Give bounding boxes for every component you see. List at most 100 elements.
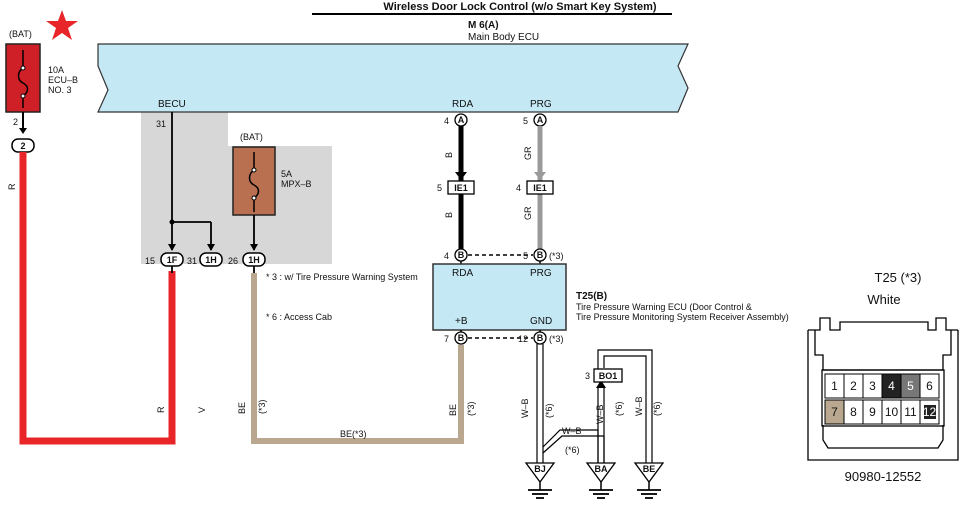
connector-cell-label-2: 2	[850, 379, 857, 393]
svg-text:31: 31	[187, 256, 197, 266]
main-ecu-name: Main Body ECU	[468, 32, 539, 43]
white-black-wires	[536, 344, 653, 463]
svg-text:GND: GND	[530, 316, 552, 327]
becu-pin: 31	[156, 119, 166, 129]
svg-text:(*3): (*3)	[549, 334, 564, 344]
bo1-connector	[593, 368, 623, 383]
ie1-connector-left	[447, 180, 475, 195]
svg-text:15: 15	[145, 256, 155, 266]
svg-text:3: 3	[585, 371, 590, 381]
fuse-mpxb-amp: 5A	[281, 169, 292, 179]
connector-title: T25 (*3)	[875, 270, 922, 285]
svg-text:BO1: BO1	[599, 371, 618, 381]
svg-text:IE1: IE1	[454, 183, 468, 193]
connector-cell-12-fill	[924, 405, 936, 419]
svg-text:(*3): (*3)	[466, 401, 476, 416]
fuse-ecub-element	[17, 50, 29, 108]
svg-text:PRG: PRG	[530, 268, 552, 279]
svg-text:(*3): (*3)	[257, 399, 267, 414]
svg-text:B: B	[537, 333, 544, 343]
svg-text:GR: GR	[523, 206, 533, 220]
svg-text:5: 5	[437, 183, 442, 193]
connector-cell-label-7: 7	[831, 405, 838, 419]
note-6: * 6 : Access Cab	[266, 312, 332, 322]
connector-cell-label-11: 11	[904, 405, 917, 419]
svg-text:(*3): (*3)	[549, 251, 564, 261]
ground-bj	[524, 462, 556, 499]
svg-text:BE: BE	[448, 404, 458, 416]
main-body-ecu-box	[97, 43, 689, 113]
svg-text:2: 2	[20, 141, 25, 151]
svg-text:B: B	[444, 152, 454, 158]
svg-text:BA: BA	[595, 464, 608, 474]
tan-wire	[251, 273, 464, 444]
connector-cell-label-1: 1	[831, 379, 838, 393]
connector-cell-label-8: 8	[850, 405, 857, 419]
svg-text:IE1: IE1	[533, 183, 547, 193]
svg-text:4: 4	[444, 116, 449, 126]
connector-cell-label-10: 10	[885, 405, 899, 419]
bat-label-mid: (BAT)	[240, 132, 263, 142]
connector-cell-label-12: 12	[923, 405, 937, 419]
prg-label: PRG	[530, 99, 552, 110]
svg-text:BE(*3): BE(*3)	[340, 429, 367, 439]
svg-text:W–B: W–B	[595, 404, 605, 424]
svg-text:A: A	[537, 115, 544, 125]
connector-cell-label-3: 3	[869, 379, 876, 393]
svg-text:B: B	[458, 333, 465, 343]
connector-cell-6	[919, 373, 940, 399]
connector-cell-label-6: 6	[926, 379, 933, 393]
fuse-ecub-pin: 2	[13, 117, 18, 127]
note-3: * 3 : w/ Tire Pressure Warning System	[266, 272, 418, 282]
diagram-title: Wireless Door Lock Control (w/o Smart Ke…	[383, 1, 656, 13]
svg-text:A: A	[458, 115, 465, 125]
svg-text:W–B: W–B	[634, 396, 644, 416]
svg-text:1F: 1F	[167, 255, 178, 265]
connector-cell-label-9: 9	[869, 405, 876, 419]
svg-text:GR: GR	[523, 146, 533, 160]
svg-text:W–B: W–B	[562, 426, 582, 436]
star-icon	[46, 10, 78, 40]
t25-code: T25(B)	[576, 291, 607, 302]
t25-gnd-pin	[533, 331, 547, 345]
fuse-mpxb-name: MPX–B	[281, 179, 312, 189]
svg-text:B: B	[444, 212, 454, 218]
svg-text:BJ: BJ	[534, 464, 546, 474]
svg-text:4: 4	[516, 183, 521, 193]
bat-label-left: (BAT)	[9, 29, 32, 39]
svg-text:5: 5	[523, 251, 528, 261]
wire-r-left: R	[7, 183, 17, 190]
svg-text:1H: 1H	[248, 255, 260, 265]
becu-label: BECU	[158, 99, 186, 110]
connector-part-number: 90980-12552	[845, 469, 922, 484]
red-wire	[19, 152, 176, 445]
svg-text:1H: 1H	[205, 255, 217, 265]
svg-text:BE: BE	[237, 402, 247, 414]
svg-text:W–B: W–B	[520, 398, 530, 418]
wire-v: V	[197, 407, 207, 413]
svg-text:(*6): (*6)	[614, 401, 624, 416]
svg-text:B: B	[537, 250, 544, 260]
svg-text:BE: BE	[643, 464, 656, 474]
svg-text:(*6): (*6)	[565, 445, 580, 455]
t25-name1: Tire Pressure Warning ECU (Door Control …	[576, 302, 752, 312]
svg-text:26: 26	[228, 256, 238, 266]
t25-b-pin	[454, 331, 468, 345]
connector-face	[807, 317, 959, 461]
svg-text:4: 4	[444, 251, 449, 261]
connector-cell-label-4: 4	[888, 379, 895, 393]
connector-cell-label-5: 5	[907, 379, 914, 393]
svg-text:B: B	[458, 250, 465, 260]
svg-text:+B: +B	[455, 316, 468, 327]
svg-text:7: 7	[444, 334, 449, 344]
connector-color: White	[867, 292, 900, 307]
t25-name2: Tire Pressure Monitoring System Receiver…	[576, 312, 789, 322]
rda-label: RDA	[452, 99, 473, 110]
ground-ba	[585, 462, 617, 499]
connector-1h	[199, 252, 223, 267]
svg-text:12: 12	[518, 334, 528, 344]
svg-text:(*6): (*6)	[652, 401, 662, 416]
main-ecu-code: M 6(A)	[468, 20, 499, 31]
